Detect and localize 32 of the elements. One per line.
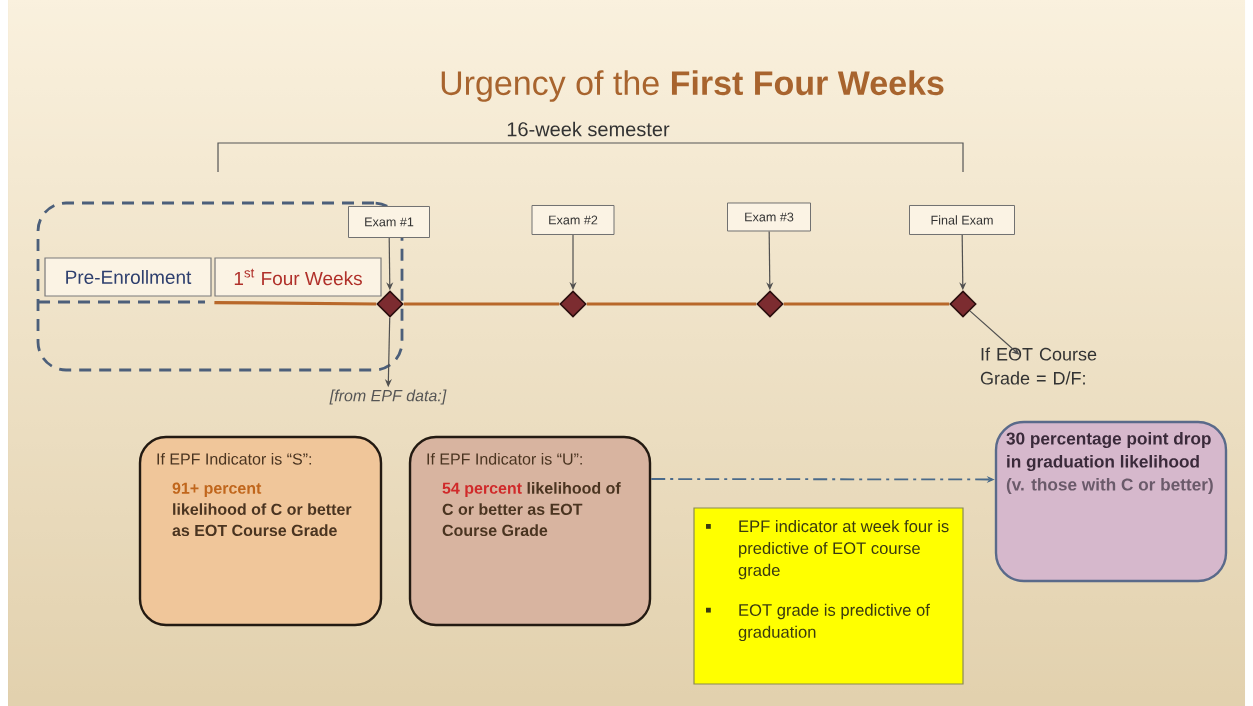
timeline-segment — [783, 302, 950, 306]
milestone-diamond — [949, 290, 977, 318]
exam-label-box: Exam #3 — [727, 202, 811, 232]
condition-box — [138, 435, 383, 627]
exam-label-box: Exam #1 — [348, 206, 430, 238]
condition-text: If EOT Course Grade = D/F: — [980, 347, 1097, 385]
timeline-segment — [586, 302, 757, 306]
phase-box: 1$^{st}$ Four Weeks — [214, 257, 382, 297]
arrow — [969, 310, 1020, 355]
condition-box — [408, 435, 652, 627]
likelihood-text: 54 percent likelihood of C or better as EOT Course Grade — [442, 482, 621, 537]
condition-text: If EPF Indicator is “U”: — [427, 453, 582, 465]
phase-box: Pre-Enrollment — [44, 257, 212, 297]
result-box — [994, 420, 1228, 583]
title: Urgency of the First Four Weeks — [441, 70, 944, 102]
exam-label-box: Exam #2 — [531, 205, 615, 235]
result-text: 30 percentage point drop in graduation likelihood — [1006, 432, 1211, 472]
milestone-diamond — [376, 290, 404, 318]
milestone-diamond — [559, 290, 587, 318]
bullet-point: EOT grade is predictive of graduation — [706, 603, 930, 642]
percent-text: 91+ percent — [172, 482, 262, 498]
likelihood-text: likelihood of C or better as EOT Course Grade — [172, 503, 352, 537]
note-text: [from EPF data:] — [329, 389, 447, 405]
bullet-point: EPF indicator at week four is predictive of EOT course grade — [706, 520, 949, 580]
note-box — [693, 507, 964, 685]
comparison-text: (v. those with C or better) — [1006, 478, 1213, 495]
timeline-segment — [214, 301, 377, 306]
milestone-diamond — [756, 290, 784, 318]
bracket-label: 16-week semester — [507, 121, 670, 137]
exam-label-box: Final Exam — [909, 205, 1015, 235]
condition-text: If EPF Indicator is “S”: — [157, 453, 311, 465]
timeline-segment — [403, 302, 560, 306]
